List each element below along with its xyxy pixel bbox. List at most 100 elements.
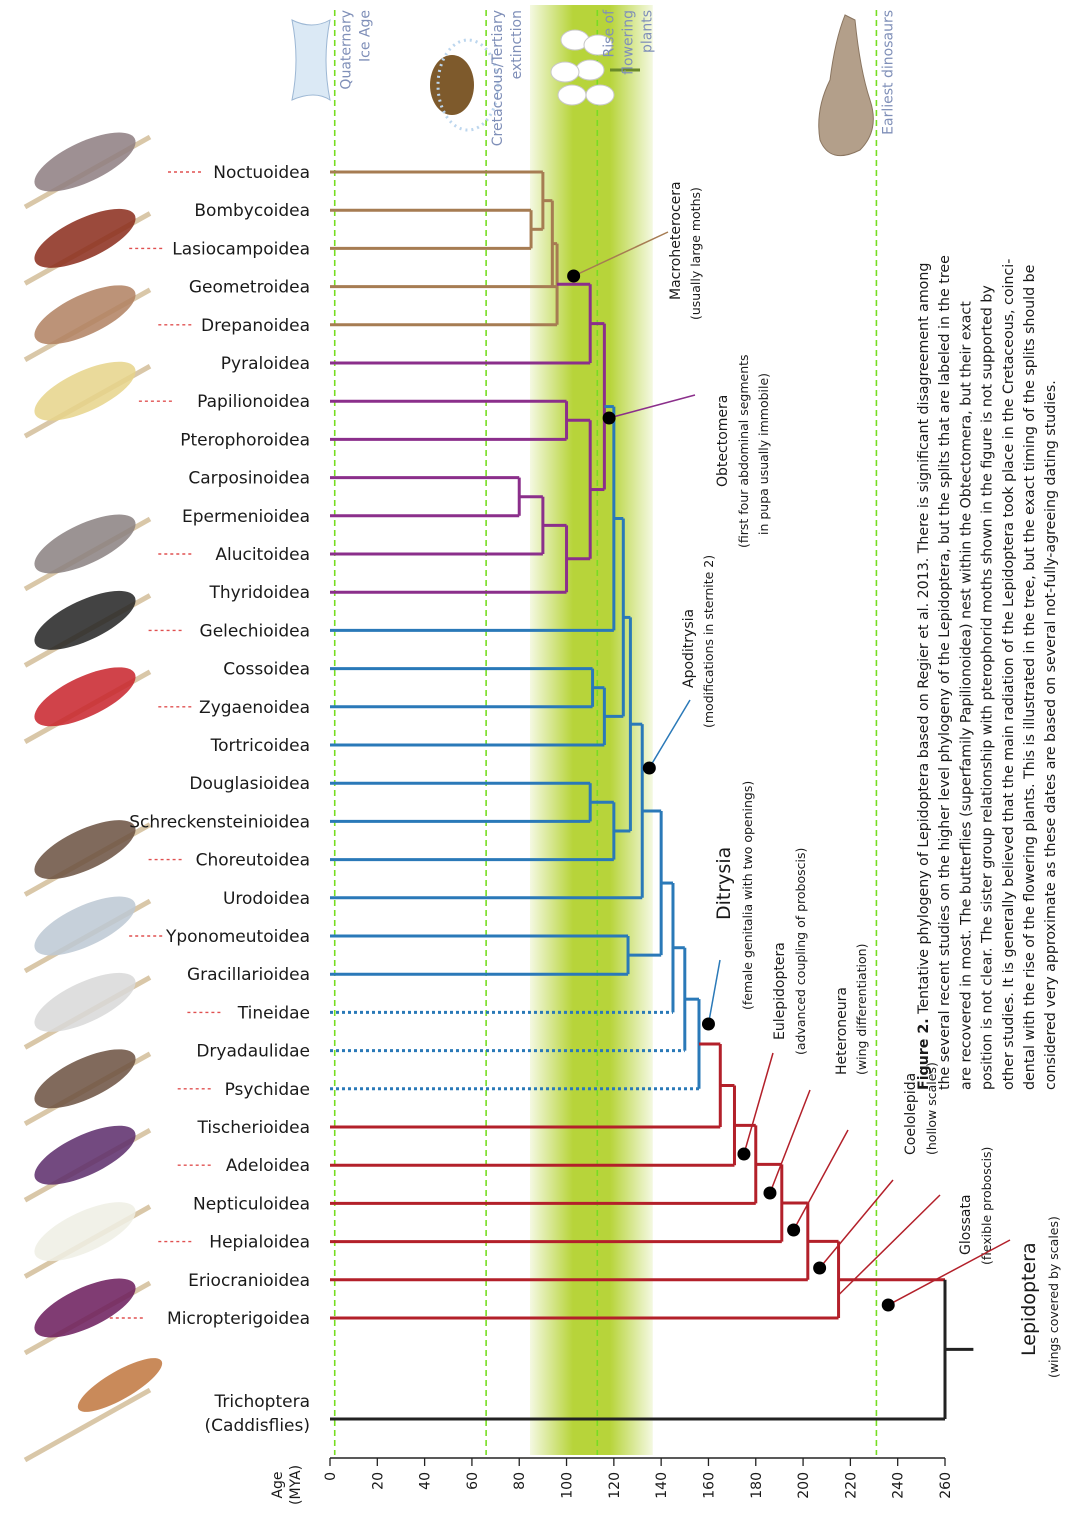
moth-body-icon xyxy=(27,808,144,891)
clade-note: in pupa usually immobile) xyxy=(756,373,771,535)
moth-illustration xyxy=(25,1037,150,1123)
clade-name: Macroheterocera xyxy=(668,181,684,300)
axis-tick-label: 120 xyxy=(607,1472,623,1499)
event-label: plants xyxy=(639,10,655,53)
moth-illustration xyxy=(25,503,150,589)
clade-name: Glossata xyxy=(958,1194,974,1255)
clade-note: (advanced coupling of proboscis) xyxy=(793,848,808,1055)
caption-line: Figure 2. Tentative phylogeny of Lepidop… xyxy=(916,263,932,1090)
caption-line: considered very approximate as these dat… xyxy=(1043,380,1059,1090)
moth-illustration xyxy=(25,1114,150,1200)
dinosaur-icon xyxy=(819,15,874,156)
taxon-label: Micropterigoidea xyxy=(167,1309,310,1329)
clade-node-dot xyxy=(643,762,656,775)
taxon-label: Papilionoidea xyxy=(197,392,310,412)
taxon-label: Dryadaulidae xyxy=(196,1042,310,1062)
moth-illustration xyxy=(25,655,150,741)
clade-node-dot xyxy=(702,1018,715,1031)
moth-body-icon xyxy=(27,1267,144,1350)
moth-body-icon xyxy=(27,655,144,738)
taxon-label: Schreckensteinioidea xyxy=(129,812,310,832)
moth-illustration xyxy=(25,273,150,359)
clade-note: (flexible proboscis) xyxy=(979,1147,994,1265)
clade-node-dot xyxy=(813,1262,826,1275)
outgroup-sublabel: (Caddisflies) xyxy=(205,1416,310,1436)
moth-body-icon xyxy=(27,350,144,433)
axis-tick-label: 60 xyxy=(465,1472,481,1490)
clade-leader-line xyxy=(708,960,720,1024)
taxon-label: Geometroidea xyxy=(189,278,310,298)
event-label: Ice Age xyxy=(358,10,374,62)
taxon-label: Adeloidea xyxy=(226,1156,310,1176)
clade-note: (wings covered by scales) xyxy=(1046,1216,1061,1378)
moth-illustration xyxy=(25,961,150,1047)
axis-tick-label: 0 xyxy=(323,1472,339,1481)
clade-name: Heteroneura xyxy=(834,987,850,1075)
clade-note: (modifications in sternite 2) xyxy=(701,555,716,728)
event-label: Quaternary xyxy=(339,10,355,90)
axis-tick-label: 80 xyxy=(512,1472,528,1490)
taxon-label: Drepanoidea xyxy=(201,316,310,336)
taxon-label: Pyraloidea xyxy=(221,354,310,374)
taxon-labels: NoctuoideaBombycoideaLasiocampoideaGeome… xyxy=(110,163,310,1436)
axis-tick-label: 240 xyxy=(891,1472,907,1499)
moth-body-icon xyxy=(27,1037,144,1120)
clade-leader-line xyxy=(820,1180,893,1268)
taxon-label: Choreutoidea xyxy=(196,851,310,871)
moth-body-icon xyxy=(27,121,144,204)
caption-line: dental with the rise of the flowering pl… xyxy=(1022,265,1038,1090)
axis-tick-label: 260 xyxy=(938,1472,954,1499)
clade-leader-line xyxy=(888,1240,1010,1305)
clade-node-dot xyxy=(882,1299,895,1312)
moth-body-icon xyxy=(27,503,144,586)
flowering-plants-band xyxy=(530,5,653,1455)
clade-leader-line xyxy=(770,1090,810,1193)
clade-note: (wing differentiation) xyxy=(854,944,869,1075)
caption-line: are recovered in most. The butterflies (… xyxy=(958,301,974,1090)
ice-icon xyxy=(292,20,330,100)
petal-icon xyxy=(558,85,586,105)
event-label: Earliest dinosaurs xyxy=(880,10,896,135)
clade-name: Ditrysia xyxy=(713,847,735,920)
taxon-label: Douglasioidea xyxy=(189,774,310,794)
moth-illustration xyxy=(25,197,150,283)
clade-note: (female genitalia with two openings) xyxy=(740,781,755,1010)
moth-body-icon xyxy=(27,579,144,662)
clade-name: Eulepidoptera xyxy=(772,942,788,1040)
moth-illustrations xyxy=(25,121,169,1460)
asteroid-icon xyxy=(430,55,474,115)
moth-illustration xyxy=(25,1267,150,1353)
taxon-label: Tischerioidea xyxy=(196,1118,310,1138)
axis-title: Age xyxy=(270,1471,286,1498)
caddisfly-illustration xyxy=(25,1349,169,1460)
taxon-label: Bombycoidea xyxy=(194,201,310,221)
event-label: flowering xyxy=(620,10,636,75)
taxon-label: Lasiocampoidea xyxy=(172,239,310,259)
axis-tick-label: 40 xyxy=(418,1472,434,1490)
caption-text: Tentative phylogeny of Lepidoptera based… xyxy=(916,263,932,1019)
event-label: extinction xyxy=(509,10,525,79)
moth-illustration xyxy=(25,579,150,665)
taxon-label: Epermenioidea xyxy=(182,507,310,527)
taxon-label: Psychidae xyxy=(225,1080,310,1100)
caption-line: other studies. It is generally believed … xyxy=(1001,259,1017,1090)
moth-body-icon xyxy=(27,961,144,1044)
moth-illustration xyxy=(25,1190,150,1276)
event-label: Cretaceous/Tertiary xyxy=(490,10,506,146)
taxon-label: Yponomeutoidea xyxy=(165,927,310,947)
moth-body-icon xyxy=(27,197,144,280)
taxon-label: Cossoidea xyxy=(223,660,310,680)
taxon-label: Gelechioidea xyxy=(200,621,310,641)
taxon-label: Nepticuloidea xyxy=(193,1194,310,1214)
axis-tick-label: 20 xyxy=(370,1472,386,1490)
taxon-label: Tortricoidea xyxy=(210,736,310,756)
clade-name: Lepidoptera xyxy=(1018,1242,1040,1356)
taxon-label: Carposinoidea xyxy=(188,469,310,489)
figure-caption: Figure 2. Tentative phylogeny of Lepidop… xyxy=(916,255,1059,1090)
event-label: Rise of xyxy=(601,9,617,58)
taxon-label: Noctuoidea xyxy=(213,163,310,183)
taxon-label: Zygaenoidea xyxy=(199,698,310,718)
moth-illustration xyxy=(25,885,150,971)
